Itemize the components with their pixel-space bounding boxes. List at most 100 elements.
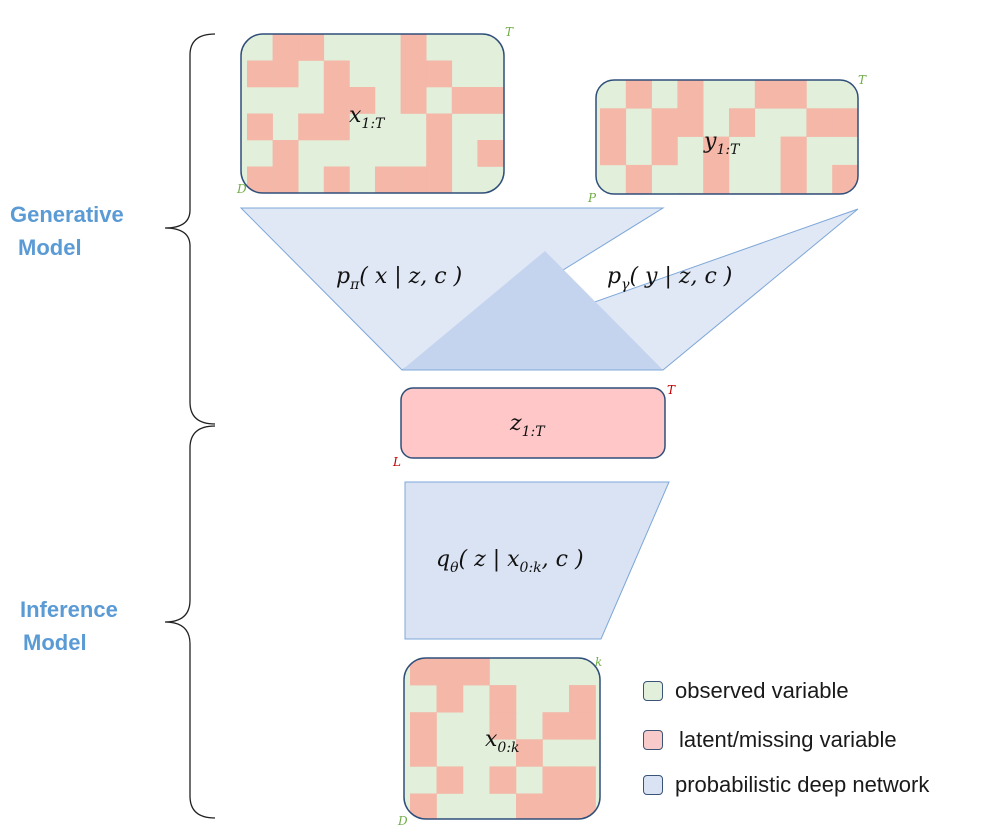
legend-item-observed: observed variable — [643, 678, 849, 704]
grid-cell — [516, 793, 543, 819]
grid-cell — [436, 766, 464, 794]
grid-cell — [272, 166, 299, 193]
grid-cell — [729, 193, 756, 194]
grid-cell — [349, 87, 376, 114]
grid-cell — [426, 113, 453, 141]
grid-cell — [410, 739, 437, 767]
z-dim-bottom: L — [392, 455, 401, 469]
grid-cell — [272, 60, 299, 88]
grid-cell — [651, 136, 678, 166]
q-theta-label: qθ( z | x0:k, c ) — [436, 547, 584, 576]
grid-cell — [247, 166, 273, 193]
grid-cell — [477, 87, 504, 114]
p-pi-label: pπ( x | z, c ) — [336, 264, 462, 293]
grid-cell — [806, 193, 833, 194]
grid-cell — [298, 113, 325, 141]
grid-cell — [272, 140, 299, 167]
x-obs-label: x1:T — [349, 103, 386, 132]
inference-label-line1: Inference — [20, 597, 118, 622]
grid-cell — [323, 87, 350, 114]
x-ctx-label: x0:k — [485, 727, 520, 756]
x-obs-dim-top: T — [505, 25, 514, 39]
grid-cell — [625, 164, 652, 194]
grid-cell — [272, 34, 299, 61]
grid-cell — [600, 136, 627, 166]
grid-cell — [832, 108, 858, 137]
legend-label-latent: latent/missing variable — [679, 727, 897, 752]
grid-cell — [400, 87, 427, 114]
grid-cell — [832, 164, 858, 194]
legend-item-network: probabilistic deep network — [643, 772, 929, 798]
grid-cell — [247, 113, 273, 141]
grid-cell — [323, 60, 350, 88]
grid-cell — [651, 108, 678, 137]
x-observed-grid — [240, 33, 505, 194]
legend-label-observed: observed variable — [675, 678, 849, 703]
grid-cell — [426, 60, 453, 88]
grid-cell — [451, 87, 478, 114]
legend-label-network: probabilistic deep network — [675, 772, 930, 797]
y-observed-grid — [595, 79, 859, 195]
inference-label-line2: Model — [23, 630, 87, 655]
grid-cell — [780, 164, 807, 194]
generative-model-label: Generative Model — [10, 198, 124, 264]
grid-cell — [323, 113, 350, 141]
grid-cell — [426, 166, 453, 193]
grid-cell — [298, 34, 325, 61]
grid-cell — [490, 821, 517, 839]
legend-swatch-network — [643, 775, 663, 795]
grid-cell — [703, 164, 730, 194]
grid-cell — [703, 136, 730, 166]
legend-swatch-observed — [643, 681, 663, 701]
y-obs-label: y1:T — [703, 129, 741, 158]
grid-cell — [542, 712, 570, 740]
grid-cell — [754, 193, 781, 194]
x-context-grid — [403, 657, 601, 839]
grid-cell — [400, 60, 427, 88]
grid-cell — [463, 658, 490, 686]
z-dim-top: T — [667, 383, 676, 397]
grid-cell — [677, 108, 704, 137]
grid-cell — [489, 712, 517, 740]
q-theta-network-shape — [404, 481, 670, 640]
grid-cell — [569, 766, 596, 794]
generative-label-line1: Generative — [10, 202, 124, 227]
p-gamma-label: pγ( y | z, c ) — [607, 264, 732, 293]
grid-cell — [400, 34, 427, 61]
grid-cell — [489, 766, 517, 794]
inference-brace — [164, 425, 216, 819]
grid-cell — [600, 108, 627, 137]
grid-cell — [542, 793, 570, 819]
grid-cell — [729, 108, 756, 137]
grid-cell — [400, 166, 427, 193]
grid-cell — [436, 685, 464, 713]
grid-cell — [489, 685, 517, 713]
grid-cell — [542, 766, 570, 794]
grid-cell — [410, 793, 437, 819]
x-ctx-dim-bottom: D — [397, 814, 408, 828]
grid-cell — [516, 739, 543, 767]
network-overlap — [402, 251, 663, 370]
grid-cell — [436, 658, 464, 686]
y-obs-dim-bottom: P — [587, 191, 597, 205]
y-obs-dim-top: T — [858, 73, 867, 87]
generative-label-line2: Model — [18, 235, 82, 260]
grid-cell — [426, 140, 453, 167]
grid-cell — [677, 193, 704, 194]
grid-cell — [780, 193, 807, 194]
grid-cell — [569, 793, 596, 819]
grid-cell — [569, 685, 596, 713]
grid-cell — [780, 80, 807, 109]
grid-cell — [806, 108, 833, 137]
grid-cell — [780, 136, 807, 166]
legend-item-latent: latent/missing variable — [643, 727, 897, 753]
generative-brace — [164, 33, 216, 425]
grid-cell — [375, 166, 401, 193]
legend-swatch-latent — [643, 730, 663, 750]
grid-cell — [569, 712, 596, 740]
x-ctx-dim-top: k — [595, 655, 602, 669]
z-latent-box — [400, 387, 666, 459]
grid-cell — [323, 166, 350, 193]
z-latent-label: z1:T — [509, 411, 546, 440]
